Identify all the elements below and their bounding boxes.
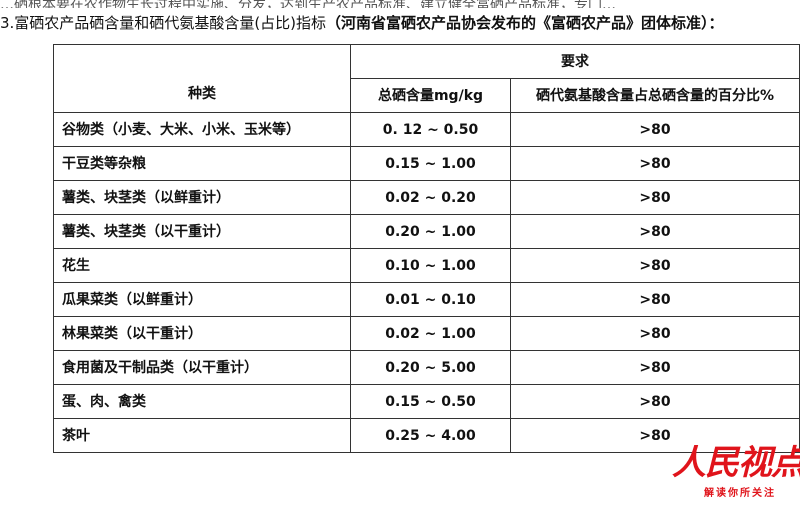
header-total-selenium: 总硒含量mg/kg [350,78,511,113]
cell-selenoamino-ratio: >80 [510,214,800,249]
cell-selenoamino-ratio: >80 [510,384,800,419]
table-row: 瓜果菜类（以鲜重计）0.01 ~ 0.10>80 [53,282,800,317]
table-row: 薯类、块茎类（以干重计）0.20 ~ 1.00>80 [53,214,800,249]
section-heading: 3.富硒农产品硒含量和硒代氨基酸含量(占比)指标（河南省富硒农产品协会发布的《富… [0,13,800,33]
cell-kind: 花生 [53,248,351,283]
cell-total-selenium: 0. 12 ~ 0.50 [350,112,511,147]
cell-total-selenium: 0.02 ~ 0.20 [350,180,511,215]
cell-selenoamino-ratio: >80 [510,418,800,453]
cell-kind: 干豆类等杂粮 [53,146,351,181]
watermark-slogan: 解读你所关注 [704,488,776,499]
cell-kind: 蛋、肉、禽类 [53,384,351,419]
cell-total-selenium: 0.15 ~ 1.00 [350,146,511,181]
table-row: 食用菌及干制品类（以干重计）0.20 ~ 5.00>80 [53,350,800,385]
cell-selenoamino-ratio: >80 [510,248,800,283]
cell-selenoamino-ratio: >80 [510,146,800,181]
watermark-logo: 人民视点 解读你所关注 [672,443,800,503]
cell-selenoamino-ratio: >80 [510,112,800,147]
heading-source: （河南省富硒农产品协会发布的《富硒农产品》团体标准）： [326,14,724,32]
cell-total-selenium: 0.20 ~ 5.00 [350,350,511,385]
table-row: 谷物类（小麦、大米、小米、玉米等）0. 12 ~ 0.50>80 [53,112,800,147]
watermark-main-text: 人民视点 [672,443,800,483]
cell-kind: 薯类、块茎类（以鲜重计） [53,180,351,215]
cell-selenoamino-ratio: >80 [510,350,800,385]
cell-total-selenium: 0.25 ~ 4.00 [350,418,511,453]
cell-total-selenium: 0.01 ~ 0.10 [350,282,511,317]
cell-kind: 瓜果菜类（以鲜重计） [53,282,351,317]
header-selenoamino-ratio: 硒代氨基酸含量占总硒含量的百分比% [510,78,800,113]
header-kind: 种类 [53,44,351,113]
cell-total-selenium: 0.20 ~ 1.00 [350,214,511,249]
selenium-standard-table: 种类 要求 总硒含量mg/kg 硒代氨基酸含量占总硒含量的百分比% 谷物类（小麦… [53,44,800,453]
cell-kind: 谷物类（小麦、大米、小米、玉米等） [53,112,351,147]
cell-total-selenium: 0.10 ~ 1.00 [350,248,511,283]
cell-kind: 食用菌及干制品类（以干重计） [53,350,351,385]
table-row: 林果菜类（以干重计）0.02 ~ 1.00>80 [53,316,800,351]
cell-selenoamino-ratio: >80 [510,316,800,351]
cell-selenoamino-ratio: >80 [510,282,800,317]
table-row: 薯类、块茎类（以鲜重计）0.02 ~ 0.20>80 [53,180,800,215]
header-requirement: 要求 [350,44,800,79]
cell-total-selenium: 0.02 ~ 1.00 [350,316,511,351]
cell-total-selenium: 0.15 ~ 0.50 [350,384,511,419]
cell-kind: 林果菜类（以干重计） [53,316,351,351]
heading-lead: 3.富硒农产品硒含量和硒代氨基酸含量(占比)指标 [0,14,327,32]
cell-kind: 茶叶 [53,418,351,453]
cell-kind: 薯类、块茎类（以干重计） [53,214,351,249]
cell-selenoamino-ratio: >80 [510,180,800,215]
cut-off-text-line: …硒根本要在农作物生长过程中实施、分发，达到生产农产品标准、建立健全富硒产品标准… [0,0,616,8]
